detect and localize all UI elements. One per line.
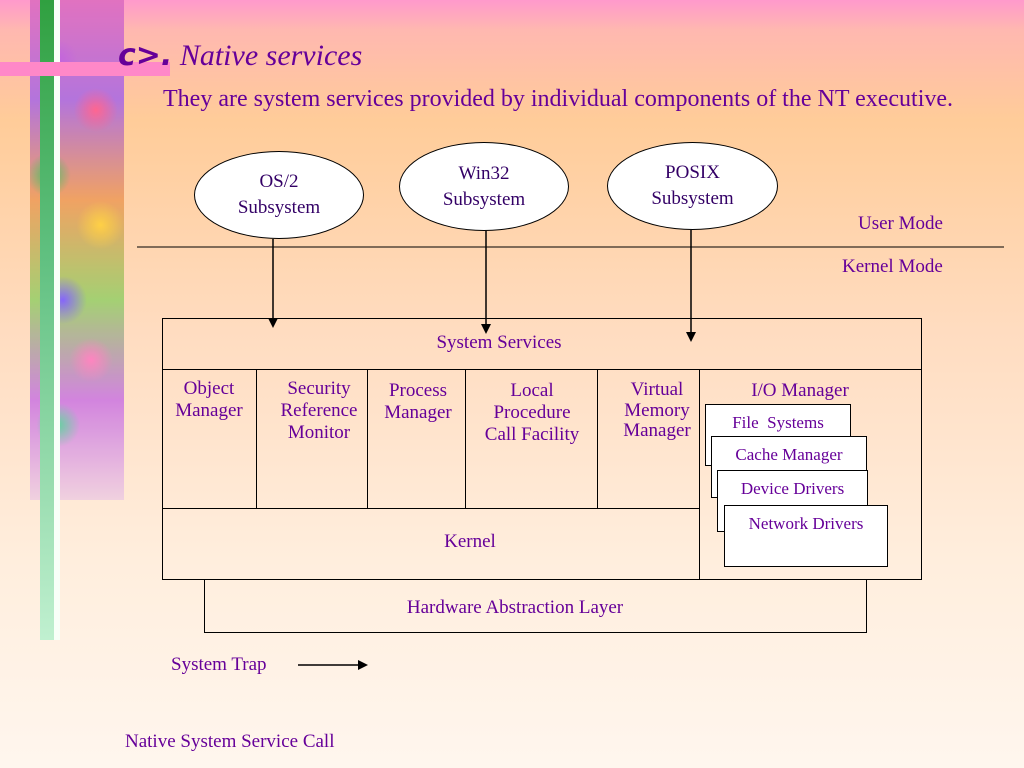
hal-label: Hardware Abstraction Layer — [406, 597, 624, 618]
virtual-memory-manager-label: Virtual Memory Manager — [623, 379, 691, 441]
network-drivers-box: Network Drivers — [724, 505, 888, 567]
column-divider — [367, 369, 368, 508]
security-reference-monitor-label: Security Reference Monitor — [280, 378, 358, 443]
posix-subsystem: POSIX Subsystem — [607, 142, 778, 230]
title-text: Native services — [179, 39, 363, 72]
column-divider — [597, 369, 598, 508]
win32-subsystem: Win32 Subsystem — [399, 142, 569, 231]
decorative-green-bar — [40, 0, 54, 640]
lpc-facility-label: Local Procedure Call Facility — [484, 380, 580, 445]
os2-subsystem-label: OS/2 Subsystem — [237, 171, 321, 218]
win32-subsystem-label: Win32 Subsystem — [442, 162, 526, 210]
object-manager-label: Object Manager — [175, 378, 243, 421]
title-prefix: c>. — [118, 38, 173, 73]
posix-subsystem-label: POSIX Subsystem — [651, 162, 734, 209]
process-manager-label: Process Manager — [384, 380, 452, 423]
system-trap-label: System Trap — [171, 654, 267, 675]
hal-block — [204, 580, 867, 633]
kernel-mode-label: Kernel Mode — [842, 256, 943, 277]
file-systems-label: File Systems — [732, 413, 824, 432]
device-drivers-label: Device Drivers — [740, 479, 845, 498]
kernel-divider — [162, 508, 700, 509]
io-manager-label: I/O Manager — [751, 380, 849, 401]
column-divider — [256, 369, 257, 508]
io-column-divider — [699, 369, 700, 580]
system-services-label: System Services — [436, 332, 562, 353]
description-text: They are system services provided by ind… — [163, 86, 954, 112]
decorative-pink-bar — [0, 62, 170, 76]
kernel-label: Kernel — [444, 531, 496, 552]
executive-block — [162, 318, 922, 580]
system-services-divider — [162, 369, 922, 370]
cache-manager-label: Cache Manager — [735, 445, 843, 464]
os2-subsystem: OS/2 Subsystem — [194, 151, 364, 239]
network-drivers-label: Network Drivers — [748, 514, 864, 533]
slide-title: c>. Native services — [118, 38, 362, 73]
decorative-white-bar — [54, 0, 60, 640]
user-mode-label: User Mode — [858, 213, 943, 234]
column-divider — [465, 369, 466, 508]
native-call-label: Native System Service Call — [125, 731, 335, 752]
